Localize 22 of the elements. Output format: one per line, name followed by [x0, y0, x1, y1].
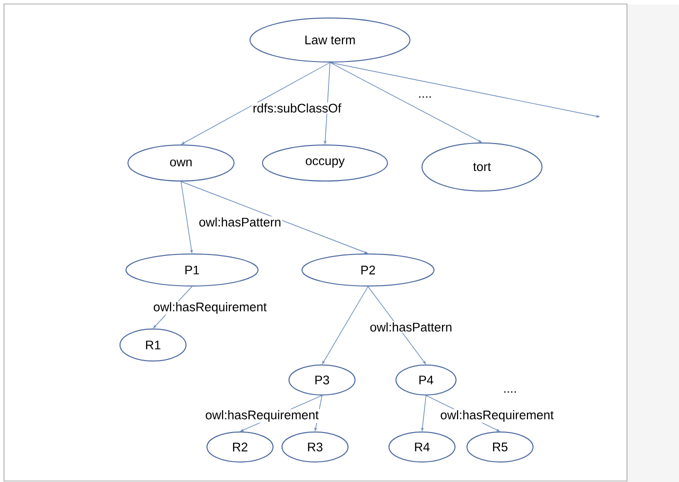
arrow — [368, 286, 426, 364]
ellipse-node: Law term — [250, 18, 410, 62]
ellipse-node: P3 — [288, 364, 356, 396]
ellipse-node: P2 — [302, 254, 434, 286]
ellipse-node: R5 — [466, 432, 534, 462]
ellipse-node: P1 — [126, 254, 258, 286]
ellipse-node: R3 — [282, 432, 348, 462]
ellipse-node: tort — [422, 142, 542, 192]
ellipse-node: R1 — [120, 328, 186, 362]
edge-label: owl:hasRequirement — [439, 409, 555, 423]
ellipse-node: occupy — [262, 144, 388, 182]
ellipse-node: R2 — [206, 432, 274, 462]
edge-label: owl:hasPattern — [198, 216, 282, 228]
ellipsis-label: .... — [419, 96, 431, 98]
ellipsis-label: .... — [504, 391, 516, 393]
ellipse-node: R4 — [388, 432, 456, 462]
edge-label: rdfs:subClassOf — [252, 102, 342, 114]
ellipse-node: own — [128, 144, 234, 182]
edge-label: owl:hasRequirement — [152, 301, 268, 315]
edge-label: owl:hasRequirement — [204, 409, 320, 423]
edge-label: owl:hasPattern — [368, 321, 454, 333]
ellipse-node: P4 — [396, 364, 456, 396]
